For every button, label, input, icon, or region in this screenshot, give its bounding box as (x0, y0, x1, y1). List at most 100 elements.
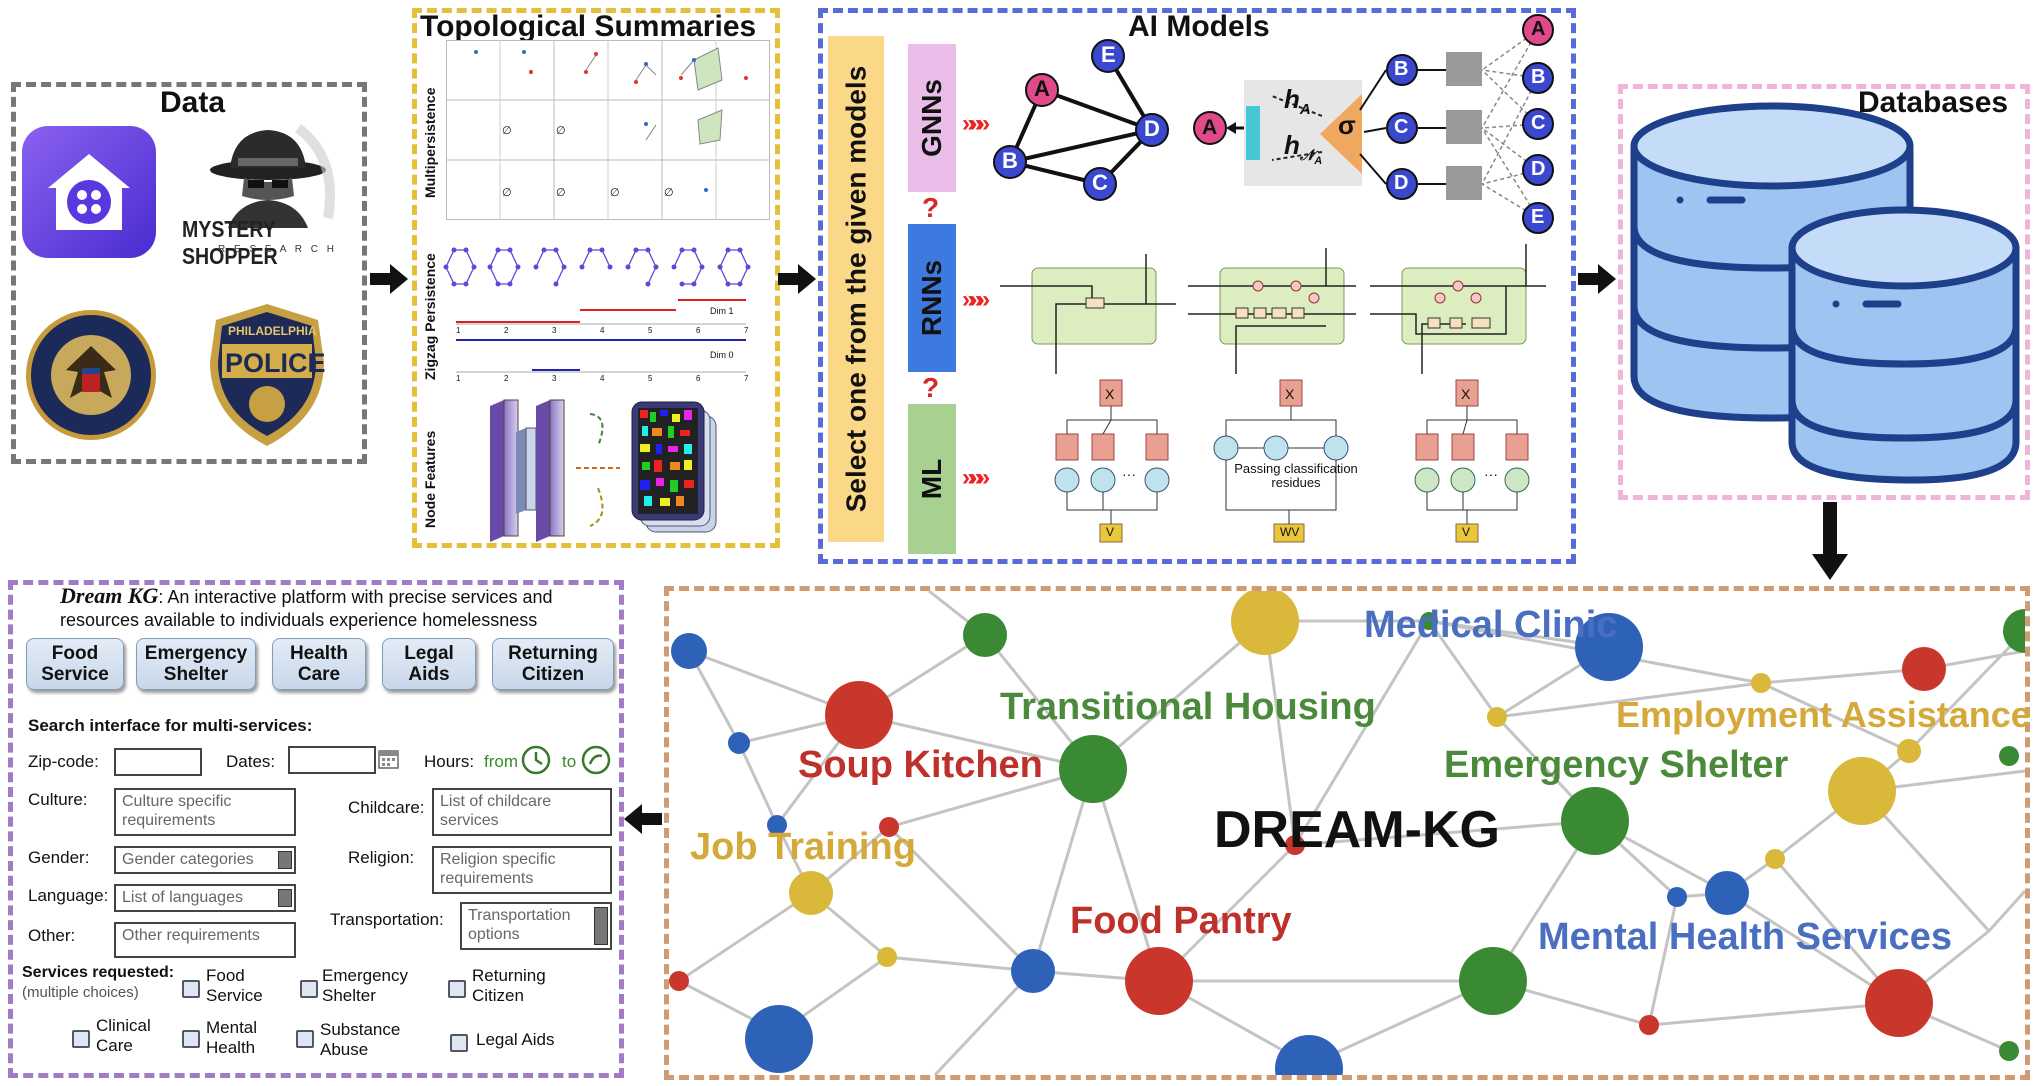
checkbox-substance-abuse[interactable] (296, 1030, 314, 1048)
hours-label: Hours: (424, 752, 475, 771)
ml-x-3: X (1461, 386, 1471, 402)
kg-soup-kitchen: Soup Kitchen (798, 744, 1043, 786)
clock-to-icon[interactable] (580, 744, 612, 776)
check-food-l2: Service (206, 986, 263, 1005)
h-n-sub-a: A (1314, 155, 1323, 168)
language-scrollbar[interactable] (278, 889, 292, 907)
check-substance-l1: Substance (320, 1020, 401, 1039)
ml-diagrams (1054, 379, 1530, 543)
checkbox-clinical-care[interactable] (72, 1030, 90, 1048)
select-model-text: Select one from the given models (840, 65, 871, 513)
zip-label: Zip-code: (28, 752, 99, 771)
kg-center-label: DREAM-KG (1214, 801, 1500, 859)
h-a-sub: A (1299, 101, 1311, 119)
other-label: Other: (28, 926, 76, 945)
mystery-research-text: R E S E A R C H (218, 244, 337, 255)
chevrons-gnn: »»» (962, 110, 990, 137)
data-title: Data (160, 86, 226, 119)
h-a-label: hA (1284, 84, 1311, 118)
checkbox-returning-citizen[interactable] (448, 980, 466, 998)
check-returning-l1: Returning (472, 966, 546, 985)
dream-subtitle: : An interactive platform with precise s… (60, 587, 553, 630)
multiple-choices-label: (multiple choices) (22, 984, 139, 1001)
check-substance-l2: Abuse (320, 1040, 369, 1059)
clock-from-icon[interactable] (520, 744, 552, 776)
zip-input[interactable] (114, 748, 202, 776)
tick-3b: 3 (552, 374, 557, 383)
database-icon (1630, 102, 2020, 484)
question-mark-2: ? (922, 372, 940, 403)
ml-x-2: X (1285, 386, 1295, 402)
gnn-node-a: A (1034, 76, 1050, 101)
culture-label: Culture: (28, 790, 88, 809)
node-features-graphic (490, 399, 717, 542)
empty-set-6: ∅ (664, 187, 674, 199)
ml-dots-2: ··· (1484, 466, 1498, 482)
gnn-node-e: E (1101, 42, 1116, 67)
transport-scrollbar[interactable] (594, 907, 608, 945)
zigzag-label: Zigzag Persistence (422, 253, 438, 380)
agg-node-c: C (1394, 116, 1409, 138)
h-n-label: h𝒩A (1284, 130, 1322, 167)
gnn-graph (993, 39, 1169, 201)
checkbox-food-service[interactable] (182, 980, 200, 998)
zigzag-shapes (443, 247, 751, 287)
childcare-label: Childcare: (348, 798, 425, 817)
services-requested-label: Services requested: (22, 964, 175, 981)
checkbox-mental-health[interactable] (182, 1030, 200, 1048)
service-button-legal-l1: Legal (404, 643, 454, 664)
check-mental-l1: Mental (206, 1018, 258, 1037)
multipersistence-label: Multipersistence (422, 87, 438, 198)
tick-1b: 1 (456, 374, 461, 383)
kg-employment-assistance: Employment Assistance (1616, 694, 2031, 735)
search-heading: Search interface for multi-services: (28, 716, 313, 735)
calendar-icon[interactable] (378, 748, 400, 770)
gender-select[interactable]: Gender categories (114, 846, 296, 874)
religion-input[interactable]: Religion specific requirements (432, 846, 612, 894)
culture-input[interactable]: Culture specific requirements (114, 788, 296, 836)
language-select[interactable]: List of languages (114, 884, 296, 912)
empty-set-5: ∅ (610, 187, 620, 199)
service-button-health-l2: Care (297, 664, 341, 685)
src-node-c: C (1531, 112, 1546, 134)
checkbox-emergency-shelter[interactable] (300, 980, 318, 998)
empty-set-4: ∅ (556, 187, 566, 199)
dates-input[interactable] (288, 746, 376, 774)
other-input[interactable]: Other requirements (114, 922, 296, 958)
src-node-a: A (1531, 18, 1546, 40)
arrow-kg-to-dream (624, 804, 662, 834)
arrow-topo-to-ai (778, 264, 816, 294)
childcare-input[interactable]: List of childcare services (432, 788, 612, 836)
gender-scrollbar[interactable] (278, 851, 292, 869)
multipersistence-grid (446, 40, 770, 220)
gnn-node-d: D (1144, 116, 1160, 141)
src-node-b: B (1531, 66, 1546, 88)
ml-dots-1: ··· (1122, 466, 1136, 482)
kg-medical-clinic: Medical Clinic (1364, 604, 1618, 646)
transport-label: Transportation: (330, 910, 444, 929)
language-select-value: List of languages (122, 889, 243, 906)
tick-7b: 7 (744, 374, 749, 383)
arrow-ai-to-db (1578, 264, 1616, 294)
ml-passing-line2: residues (1271, 475, 1321, 490)
rnns-tag: RNNs (908, 224, 956, 372)
agg-node-b: B (1394, 58, 1409, 80)
ml-v-2: V (1462, 525, 1471, 539)
agg-node-d: D (1394, 172, 1409, 194)
transport-select[interactable]: Transportation options (460, 902, 612, 950)
ml-text: ML (916, 458, 947, 500)
ml-passing-line1: Passing classification (1234, 461, 1358, 476)
kg-panel (664, 586, 2030, 1080)
tick-7a: 7 (744, 326, 749, 335)
checkbox-legal-aids-label: Legal Aids (476, 1030, 555, 1049)
checkbox-legal-aids[interactable] (450, 1034, 468, 1052)
